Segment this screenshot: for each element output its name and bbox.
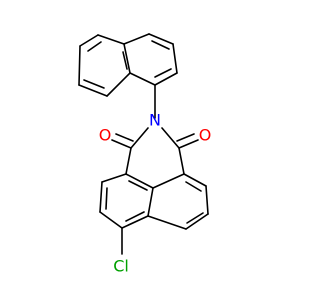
naphthyl-substituent [78, 33, 178, 119]
bond [125, 211, 145, 222]
bond [161, 127, 180, 149]
bond [151, 40, 170, 50]
bond [121, 215, 149, 229]
molecule-structure-diagram: N O O Cl [78, 33, 212, 276]
bond [101, 173, 127, 183]
bond [122, 51, 128, 70]
bond [87, 41, 102, 52]
nitrogen-atom-label: N [149, 111, 161, 130]
bond [123, 43, 131, 74]
bond [99, 181, 103, 213]
bond [105, 187, 108, 210]
bond [147, 215, 187, 230]
chlorine-atom-label: Cl [113, 257, 129, 276]
oxygen-atom-label-left: O [99, 126, 112, 145]
bond [147, 187, 154, 217]
bond [125, 147, 132, 175]
imide-ring [111, 127, 199, 175]
bond [125, 173, 154, 189]
bond [185, 213, 209, 230]
bond [176, 133, 195, 142]
bond [106, 72, 131, 97]
bond [111, 139, 132, 149]
bond [79, 34, 99, 47]
bond [148, 33, 174, 45]
bond [183, 173, 207, 187]
bond [129, 72, 156, 86]
bond [152, 173, 185, 189]
naphthalene-core [99, 173, 209, 255]
bond [178, 147, 185, 175]
bond [128, 180, 148, 191]
bond [178, 139, 199, 149]
bond [185, 181, 202, 192]
bond [97, 34, 125, 45]
bond [154, 68, 172, 78]
bond [154, 72, 178, 86]
bond [99, 211, 123, 229]
bond [130, 127, 149, 149]
bond [205, 185, 209, 215]
bond [186, 212, 204, 224]
bond [78, 45, 81, 86]
bond [115, 133, 134, 142]
bond [123, 33, 150, 45]
bond [172, 43, 178, 74]
bond [78, 84, 108, 97]
oxygen-atom-label-right: O [199, 126, 212, 145]
bond [83, 79, 105, 89]
